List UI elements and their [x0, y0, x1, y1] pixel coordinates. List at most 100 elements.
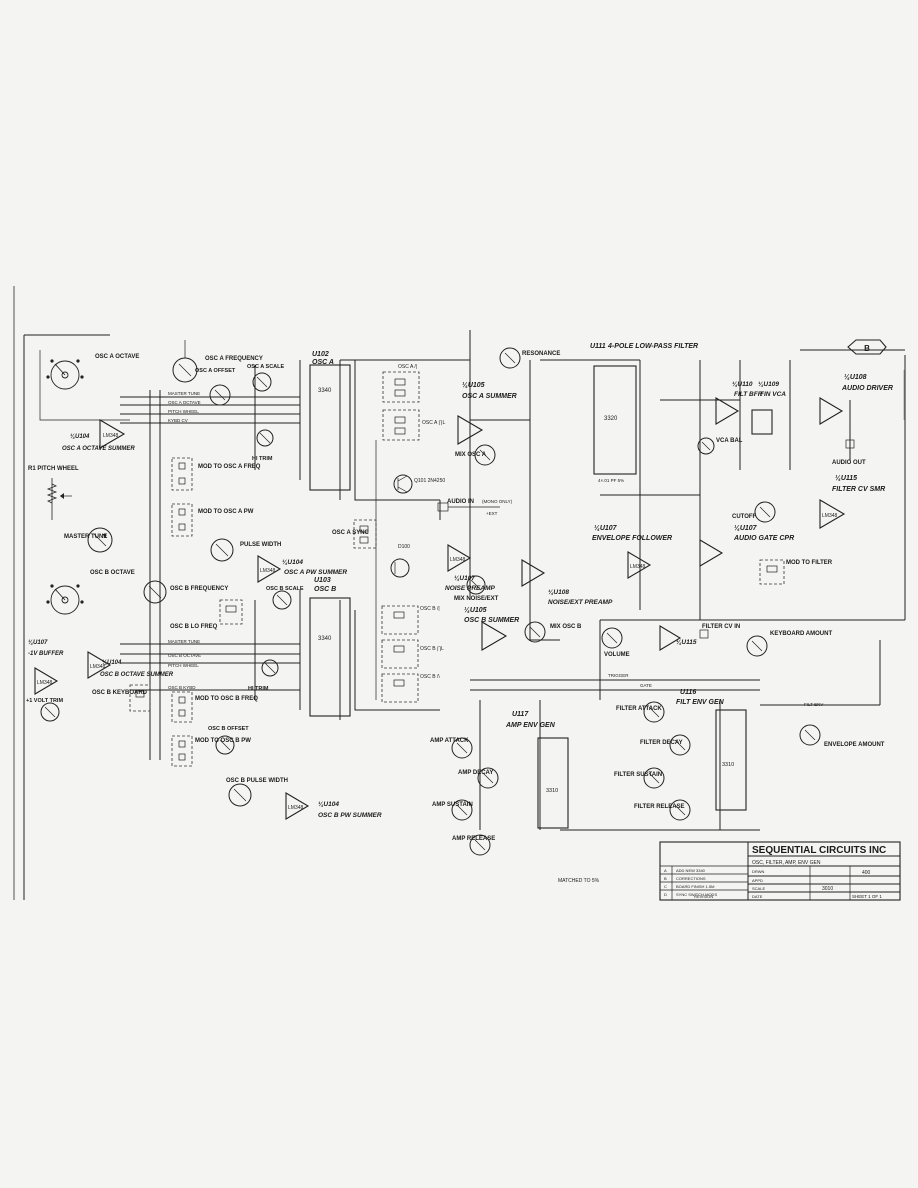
osc-b-lo-freq-label: OSC B LO FREQ [170, 624, 218, 630]
envelope-amount-pot[interactable] [799, 724, 821, 746]
osc-b-ic-name: OSC B [314, 586, 336, 593]
envelope-follower-ic: ¼U107 [594, 525, 618, 532]
osc-a-offset-pot[interactable] [209, 384, 231, 406]
scale-label: SCALE [752, 886, 765, 891]
bus-master-tune-b: MASTER TUNE [168, 639, 200, 644]
mod-osc-a-pw-switch[interactable] [171, 503, 193, 537]
filter-cv-summer-label: FILTER CV SMR [832, 486, 885, 493]
filter-cv-summer: LM348 [819, 499, 846, 529]
osc-a-octave-label: OSC A OCTAVE [95, 354, 139, 360]
filt-env-label: FILT ENV GEN [676, 699, 725, 706]
svg-text:3310: 3310 [546, 788, 558, 794]
master-tune-pot[interactable] [87, 527, 113, 553]
osc-b-pw-summer: LM348 [285, 792, 310, 820]
wiring [23, 330, 906, 900]
filter-title: 4-POLE LOW-PASS FILTER [607, 343, 698, 350]
mod-osc-b-pw-switch[interactable] [171, 735, 193, 767]
osc-b-pw-summer-ic: ¼U104 [318, 801, 339, 808]
filt-env-ic: U116 [680, 689, 696, 696]
osc-a-sync-switch[interactable] [353, 519, 377, 549]
vca-ic: ¼U109 [758, 381, 779, 388]
volt-trim-pot[interactable] [40, 702, 60, 722]
amp-release-pot[interactable] [469, 834, 491, 856]
amp-env-label: AMP ENV GEN [505, 722, 556, 729]
osc-a-saw-label: OSC A /| [398, 364, 417, 370]
osc-a-pulse-width-label: PULSE WIDTH [240, 542, 281, 548]
osc-b-frequency-pot[interactable] [143, 580, 167, 604]
audio-out-jack[interactable] [845, 430, 855, 455]
osc-a-saw-switch[interactable] [382, 371, 420, 403]
pitch-wheel-label: R1 PITCH WHEEL [28, 466, 79, 472]
svg-text:LM348: LM348 [288, 805, 304, 811]
bus-pitch-wheel-b: PITCH WHEEL [168, 663, 199, 668]
osc-b-pulse-label: OSC B ∏L [420, 646, 444, 652]
audio-in-note: (MONO ONLY) [482, 499, 513, 504]
volume-ic: ¼U115 [676, 639, 697, 646]
pitch-wheel[interactable] [46, 478, 72, 520]
osc-a-frequency-pot[interactable] [172, 340, 198, 383]
osc-a-offset-label: OSC A OFFSET [195, 368, 236, 374]
amp-decay-pot[interactable] [477, 767, 499, 789]
mod-to-filter-switch[interactable] [759, 559, 785, 585]
audio-gate-ic: ¼U107 [734, 525, 758, 532]
osc-b-octave-summer-label: OSC B OCTAVE SUMMER [100, 672, 174, 678]
osc-b-octave-switch[interactable] [46, 584, 84, 615]
amp-decay-label: AMP DECAY [458, 770, 493, 776]
filter-attack-pot[interactable] [643, 701, 665, 723]
noise-preamp-ic: ¼U107 [454, 575, 475, 582]
filter-cv-in-jack[interactable] [699, 629, 709, 639]
osc-b-hi-trim-pot[interactable] [261, 659, 279, 677]
mod-osc-b-freq-switch[interactable] [171, 691, 193, 723]
osc-b-tri-switch[interactable] [381, 673, 419, 703]
mix-osc-a-pot[interactable] [474, 444, 496, 466]
osc-b-keyboard-label: OSC B KEYBOARD [92, 690, 148, 696]
osc-b-pulse-switch[interactable] [381, 639, 419, 669]
cutoff-pot[interactable] [754, 501, 776, 523]
osc-b-pulse-width-label: OSC B PULSE WIDTH [226, 778, 288, 784]
filter-decay-pot[interactable] [669, 734, 691, 756]
vca-bal-pot[interactable] [697, 437, 715, 455]
amp-sustain-pot[interactable] [451, 799, 473, 821]
noise-ext-preamp-label: NOISE/EXT PREAMP [548, 599, 613, 606]
rev-number: 400 [862, 870, 871, 876]
keyboard-amount-pot[interactable] [746, 635, 768, 657]
osc-b-keyboard-switch[interactable] [129, 684, 151, 712]
keyboard-amount-label: KEYBOARD AMOUNT [770, 631, 832, 637]
osc-a-scale-pot[interactable] [252, 372, 272, 392]
filter-release-pot[interactable] [669, 799, 691, 821]
osc-b-ic-label: U103 [314, 577, 331, 584]
osc-b-scale-pot[interactable] [272, 590, 292, 610]
osc-a-ic-label: U102 [312, 351, 329, 358]
osc-b-pulse-width-pot[interactable] [228, 783, 252, 807]
amp-attack-pot[interactable] [451, 737, 473, 759]
osc-a-pulse-switch[interactable] [382, 409, 420, 441]
mod-to-filter-label: MOD TO FILTER [786, 560, 833, 566]
filter-sustain-pot[interactable] [643, 767, 665, 789]
mix-noise-pot[interactable] [466, 575, 486, 595]
osc-a-pulse-width-pot[interactable] [210, 538, 234, 562]
osc-b-saw-switch[interactable] [381, 605, 419, 635]
volume-pot[interactable] [601, 627, 623, 649]
osc-a-hi-trim-pot[interactable] [256, 429, 274, 447]
audio-in-jack[interactable] [437, 502, 500, 512]
filt-buffer [715, 397, 740, 425]
audio-in-label: AUDIO IN [447, 499, 474, 505]
osc-b-pw-summer-label: OSC B PW SUMMER [318, 812, 382, 819]
envelope-follower: LM348 [627, 551, 652, 579]
osc-b-offset-pot[interactable] [215, 735, 235, 755]
revision-letter: D [664, 892, 667, 897]
company-name: SEQUENTIAL CIRCUITS INC [752, 845, 886, 856]
mix-osc-b-pot[interactable] [524, 621, 546, 643]
vca-bal-label: VCA BAL [716, 438, 743, 444]
matched-note: MATCHED TO 5% [558, 878, 600, 884]
transistor-q101 [393, 474, 413, 494]
osc-a-summer-ic: ¼U105 [462, 382, 485, 389]
sheet-number: SHEET 1 OF 1 [852, 894, 882, 899]
osc-b-lo-freq-switch[interactable] [219, 599, 243, 625]
audio-out-label: AUDIO OUT [832, 460, 866, 466]
osc-b-hi-trim-label: HI TRIM [248, 686, 269, 692]
bus-kybd-cv: KYBD CV [168, 418, 188, 423]
mod-osc-a-freq-switch[interactable] [171, 457, 193, 491]
resonance-pot[interactable] [499, 347, 521, 369]
revision-text: ADD NEW 3340 [676, 868, 706, 873]
